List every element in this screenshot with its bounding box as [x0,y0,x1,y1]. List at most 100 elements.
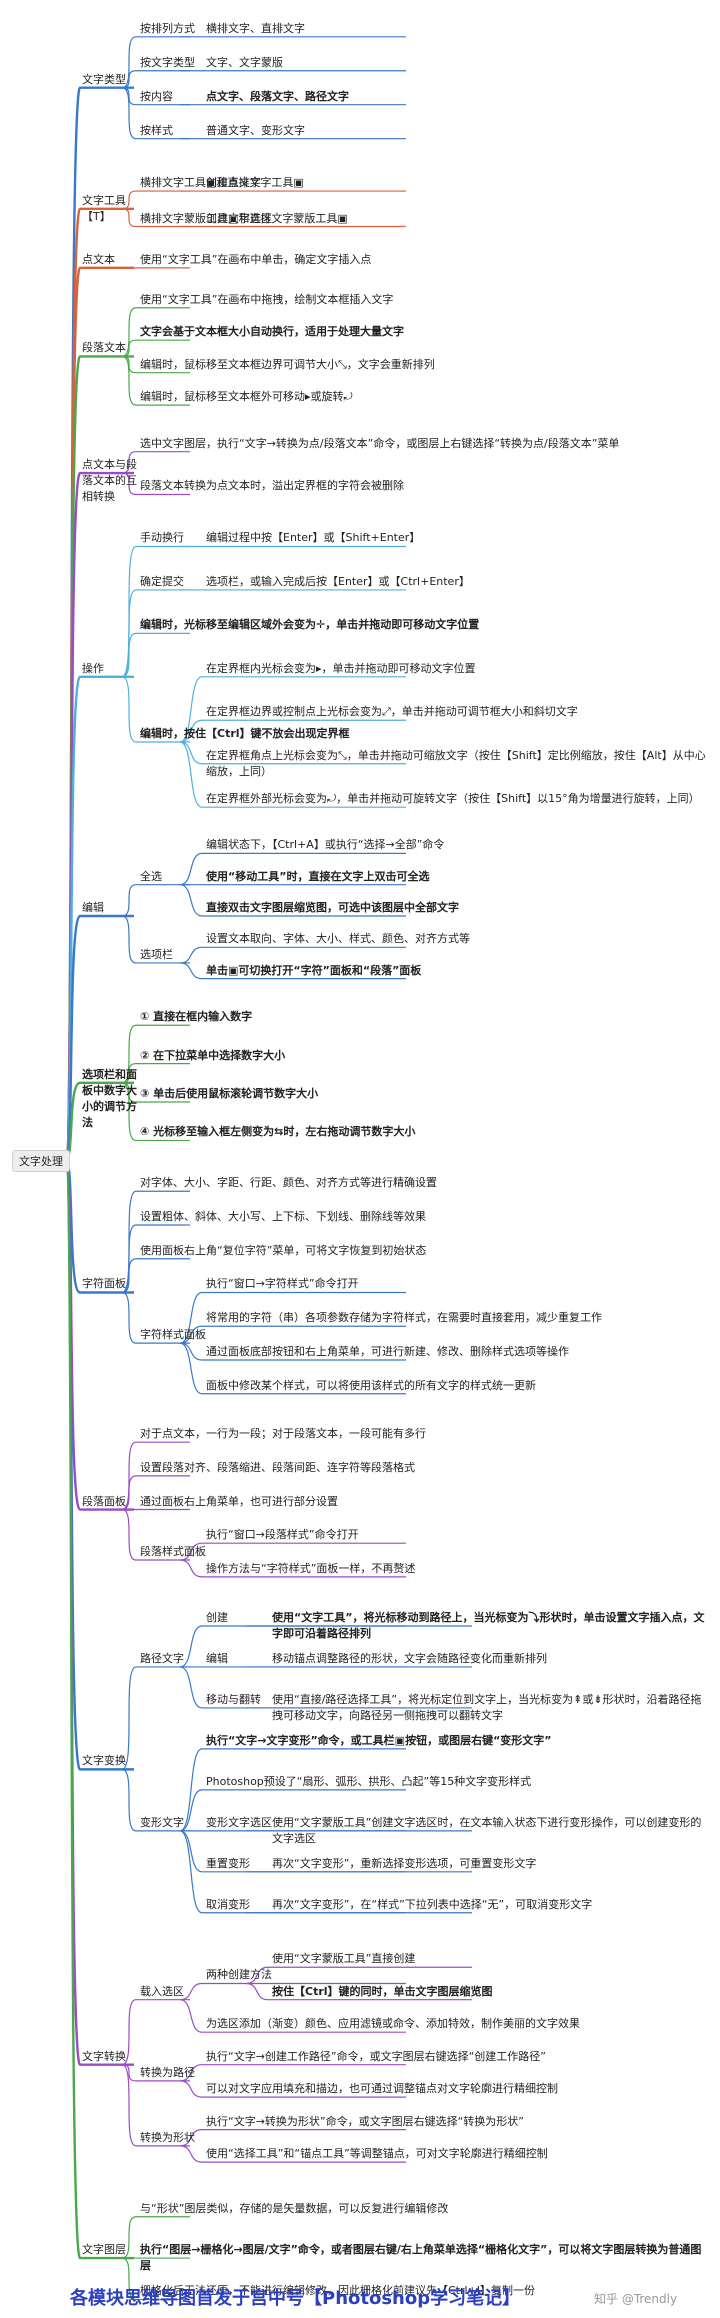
mindmap-node[interactable]: 编辑时，鼠标移至文本框外可移动▸或旋转⤾ [140,390,353,404]
mindmap-node[interactable]: 按文字类型 [140,55,195,69]
mindmap-node[interactable]: ③ 单击后使用鼠标滚轮调节数字大小 [140,1087,319,1101]
mindmap-node[interactable]: 直接双击文字图层缩览图，可选中该图层中全部文字 [206,901,459,914]
mindmap-node[interactable]: ① 直接在框内输入数字 [140,1010,253,1024]
mindmap-node[interactable]: 使用“文字蒙版工具”直接创建 [272,1952,416,1966]
mindmap-node[interactable]: 单击▣可切换打开“字符”面板和“段落”面板 [206,963,422,977]
mindmap-node[interactable]: 编辑状态下，【Ctrl+A】或执行“选择→全部”命令 [206,838,445,852]
mindmap-node[interactable]: 横排文字蒙版工具▣和直排文字蒙版工具▣ [140,211,348,225]
branch-label[interactable]: 文字工具【T】 [82,193,126,223]
mindmap-node[interactable]: 创建点文字 [206,176,261,190]
mindmap-node[interactable]: 按内容 [140,89,173,103]
connector-line [179,741,406,808]
mindmap-node[interactable]: 按住【Ctrl】键的同时，单击文字图层缩览图 [272,1984,493,1998]
mindmap-node[interactable]: 在定界框内光标会变为▸，单击并拖动即可移动文字位置 [206,661,476,675]
branch-label[interactable]: 点文本 [82,252,115,266]
mindmap-node[interactable]: 在定界框角点上光标会变为⤡，单击并拖动可缩放文字（按住【Shift】定比例缩放，… [206,748,706,778]
mindmap-node[interactable]: 创建 [206,1610,228,1624]
mindmap-node[interactable]: 横排文字、直排文字 [206,21,305,35]
mindmap-node[interactable]: Photoshop预设了“扇形、弧形、拱形、凸起”等15种文字变形样式 [206,1774,532,1788]
mindmap-node[interactable]: 执行“窗口→字符样式”命令打开 [206,1277,359,1291]
mindmap-node[interactable]: 选中文字图层，执行“文字→转换为点/段落文本”命令，或图层上右键选择“转换为点/… [140,436,620,450]
mindmap-node[interactable]: 文字会基于文本框大小自动换行，适用于处理大量文字 [140,325,404,339]
mindmap-node[interactable]: 移动与翻转 [206,1692,261,1706]
mindmap-node[interactable]: 对字体、大小、字距、行距、颜色、对齐方式等进行精确设置 [140,1176,437,1190]
mindmap-node[interactable]: 执行“文字→文字变形”命令，或工具栏▣按钮，或图层右键“变形文字” [206,1733,552,1747]
branch-label[interactable]: 文字变换 [82,1754,126,1768]
root-node[interactable]: 文字处理 [12,1150,70,1172]
mindmap-node[interactable]: 载入选区 [140,1984,184,1998]
mindmap-node[interactable]: 段落样式面板 [140,1545,206,1559]
mindmap-node[interactable]: ④ 光标移至输入框左侧变为⇆时，左右拖动调节数字大小 [140,1125,416,1139]
mindmap-node[interactable]: 再次“文字变形”，在“样式”下拉列表中选择“无”，可取消变形文字 [272,1897,593,1911]
mindmap-node[interactable]: 设置文本取向、字体、大小、样式、颜色、对齐方式等 [206,932,470,946]
mindmap-node[interactable]: 与“形状”图层类似，存储的是矢量数据，可以反复进行编辑修改 [140,2201,449,2215]
mindmap-node[interactable]: 通过面板底部按钮和右上角菜单，可进行新建、修改、删除样式选项等操作 [206,1344,569,1358]
mindmap-node[interactable]: 全选 [140,869,162,883]
mindmap-node[interactable]: 转换为形状 [140,2130,195,2144]
branch-label[interactable]: 文字转换 [82,2049,126,2063]
mindmap-node[interactable]: 取消变形 [206,1897,250,1911]
mindmap-node[interactable]: 移动锚点调整路径的形状，文字会随路径变化而重新排列 [272,1651,547,1665]
mindmap-node[interactable]: 通过面板右上角菜单，也可进行部分设置 [140,1494,338,1508]
mindmap-node[interactable]: 选项栏 [140,947,173,961]
mindmap-node[interactable]: 按排列方式 [140,21,195,35]
branch-label[interactable]: 操作 [82,661,104,675]
mindmap-node[interactable]: 选项栏，或输入完成后按【Enter】或【Ctrl+Enter】 [206,574,470,588]
mindmap-node[interactable]: 将常用的字符（串）各项参数存储为字符样式，在需要时直接套用，减少重复工作 [206,1311,602,1325]
branch-label[interactable]: 段落面板 [82,1494,126,1508]
mindmap-node[interactable]: 文字、文字蒙版 [206,55,283,69]
mindmap-node[interactable]: 再次“文字变形”，重新选择变形选项，可重置变形文字 [272,1856,537,1870]
mindmap-node[interactable]: 路径文字 [140,1651,184,1665]
branch-label[interactable]: 编辑 [82,901,104,914]
mindmap-node[interactable]: 在定界框外部光标会变为⤾，单击并拖动可旋转文字（按住【Shift】以15°角为增… [206,792,700,806]
connector-line [121,1666,190,1770]
mindmap-node[interactable]: 横排文字工具▣和直排文字工具▣ [140,176,304,190]
mindmap-node[interactable]: 使用“文字蒙版工具”创建文字选区时，在文本输入状态下进行变形操作，可以创建变形的… [272,1815,702,1845]
mindmap-node[interactable]: 面板中修改某个样式，可以将使用该样式的所有文字的样式统一更新 [206,1378,536,1392]
mindmap-node[interactable]: 使用“移动工具”时，直接在文字上双击可全选 [206,869,430,883]
mindmap-node[interactable]: 设置粗体、斜体、大小写、上下标、下划线、删除线等效果 [140,1210,426,1223]
mindmap-node[interactable]: 编辑时，按住【Ctrl】键不放会出现定界框 [140,726,350,740]
mindmap-node[interactable]: 使用“文字工具”，将光标移动到路径上，当光标变为⤵形状时，单击设置文字插入点，文… [272,1610,705,1640]
mindmap-node[interactable]: 使用“文字工具”在画布中单击，确定文字插入点 [140,252,372,266]
mindmap-node[interactable]: 编辑时，光标移至编辑区域外会变为✛，单击并拖动即可移动文字位置 [140,618,480,632]
mindmap-node[interactable]: 普通文字、变形文字 [206,123,305,137]
mindmap-node[interactable]: 点文字、段落文字、路径文字 [206,89,349,103]
mindmap-node[interactable]: 设置段落对齐、段落缩进、段落间距、连字符等段落格式 [140,1460,415,1474]
branch-label[interactable]: 字符面板 [82,1277,126,1291]
mindmap-node[interactable]: 创建文字选区 [206,211,272,225]
branch-label[interactable]: 文字图层 [82,2243,126,2257]
mindmap-node[interactable]: 转换为路径 [140,2065,195,2079]
mindmap-node[interactable]: 执行“文字→创建工作路径”命令，或文字图层右键选择“创建工作路径” [206,2049,547,2063]
mindmap-node[interactable]: 重置变形 [206,1856,250,1870]
mindmap-node[interactable]: 确定提交 [140,574,184,588]
mindmap-node[interactable]: ② 在下拉菜单中选择数字大小 [140,1048,286,1062]
mindmap-node[interactable]: 在定界框边界或控制点上光标会变为⤢，单击并拖动可调节框大小和斜切文字 [206,705,578,719]
branch-label[interactable]: 段落文本 [82,341,126,355]
branch-label[interactable]: 文字类型 [82,72,126,86]
mindmap-node[interactable]: 执行“图层→栅格化→图层/文字”命令，或者图层右键/右上角菜单选择“栅格化文字”… [140,2243,702,2273]
mindmap-node[interactable]: 手动换行 [140,531,184,545]
branch-label[interactable]: 选项栏和面板中数字大小的调节方法 [82,1067,137,1129]
mindmap-node[interactable]: 执行“窗口→段落样式”命令打开 [206,1528,359,1542]
mindmap-node[interactable]: 按样式 [140,123,173,137]
mindmap-node[interactable]: 可以对文字应用填充和描边，也可通过调整锚点对文字轮廓进行精细控制 [206,2082,558,2096]
mindmap-node[interactable]: 变形文字 [140,1815,184,1829]
mindmap-node[interactable]: 对于点文本，一行为一段；对于段落文本，一段可能有多行 [140,1427,426,1441]
mindmap-node[interactable]: 栅格化后无法还原，不能进行编辑修改，因此栅格化前建议先【Ctrl+J】复制一份 [140,2284,536,2298]
mindmap-node[interactable]: 字符样式面板 [140,1328,206,1342]
mindmap-node[interactable]: 操作方法与“字符样式”面板一样，不再赘述 [206,1561,416,1575]
branch-label[interactable]: 点文本与段落文本的互相转换 [82,458,137,504]
mindmap-node[interactable]: 使用“直接/路径选择工具”，将光标定位到文字上，当光标变为⇞或⇟形状时，沿着路径… [272,1692,702,1722]
mindmap-node[interactable]: 使用面板右上角“复位字符”菜单，可将文字恢复到初始状态 [140,1243,427,1257]
mindmap-node[interactable]: 编辑 [206,1651,228,1665]
mindmap-node[interactable]: 使用“文字工具”在画布中拖拽，绘制文本框插入文字 [140,292,394,306]
mindmap-node[interactable]: 编辑过程中按【Enter】或【Shift+Enter】 [206,531,421,545]
mindmap-node[interactable]: 使用“选择工具”和“锚点工具”等调整锚点，可对文字轮廓进行精细控制 [206,2147,548,2161]
mindmap-node[interactable]: 编辑时，鼠标移至文本框边界可调节大小⤡，文字会重新排列 [140,357,435,371]
mindmap-node[interactable]: 执行“文字→转换为形状”命令，或文字图层右键选择“转换为形状” [206,2114,525,2128]
mindmap-node[interactable]: 段落文本转换为点文本时，溢出定界框的字符会被删除 [140,479,404,493]
mindmap-node[interactable]: 两种创建方法 [206,1968,272,1982]
mindmap-node[interactable]: 为选区添加（渐变）颜色、应用滤镜或命令、添加特效，制作美丽的文字效果 [206,2017,580,2031]
mindmap-node[interactable]: 变形文字选区 [206,1815,272,1829]
